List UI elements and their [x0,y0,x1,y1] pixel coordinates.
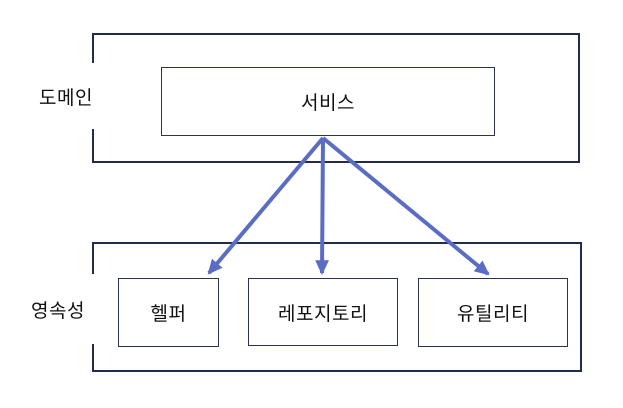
service-node: 서비스 [161,67,495,136]
repository-node: 레포지토리 [248,278,398,346]
domain-layer-label: 도메인 [30,63,102,129]
persistence-layer-label-text: 영속성 [31,300,85,322]
repository-node-label: 레포지토리 [278,303,368,325]
service-node-label: 서비스 [301,93,355,114]
utility-node-label: 유틸리티 [457,304,529,325]
helper-node-label: 헬퍼 [150,304,187,325]
persistence-layer-label: 영속성 [18,274,98,344]
utility-node: 유틸리티 [418,278,568,347]
helper-node: 헬퍼 [118,278,219,347]
domain-layer-label-text: 도메인 [39,87,93,109]
